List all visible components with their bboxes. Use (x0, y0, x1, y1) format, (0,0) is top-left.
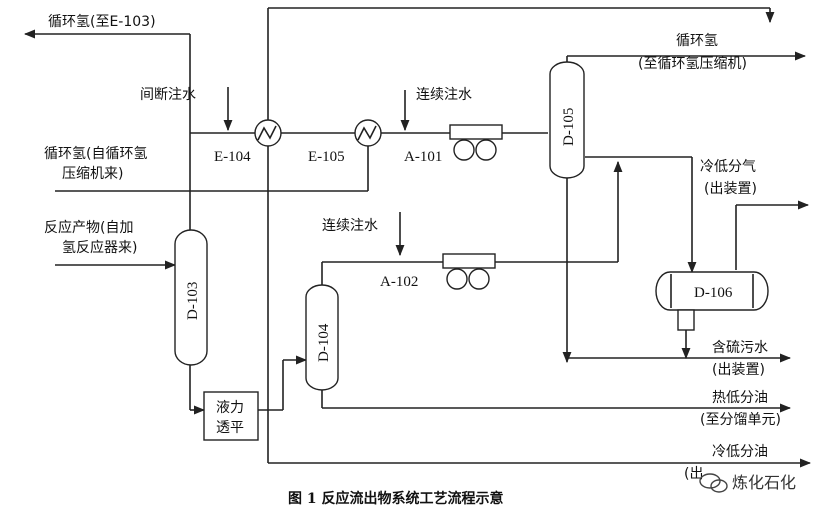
label-recycle-h2-out-2: (至循环氢压缩机) (638, 56, 747, 72)
watermark: 炼化石化 (699, 473, 796, 493)
vessel-d103 (174, 229, 208, 366)
tag-d104: D-104 (316, 323, 332, 362)
label-reaction-product-2: 氢反应器来) (62, 239, 137, 256)
label-hot-lp-oil-1: 热低分油 (712, 390, 768, 406)
label-level-balance-1: 液力 (216, 400, 244, 416)
tag-e104: E-104 (214, 149, 251, 165)
label-continuous-water-1: 连续注水 (416, 86, 472, 103)
air-cooler-a101 (449, 124, 503, 161)
label-level-balance-2: 透平 (216, 420, 244, 436)
tag-a101: A-101 (404, 149, 442, 165)
label-intermittent-water: 间断注水 (140, 87, 196, 103)
label-sour-water-2: (出装置) (712, 362, 765, 378)
label-continuous-water-2: 连续注水 (322, 217, 378, 234)
label-cold-lp-oil-2: (出 (684, 466, 703, 482)
vessel-d106 (655, 271, 769, 331)
label-recycle-h2-out-1: 循环氢 (676, 33, 718, 49)
watermark-text: 炼化石化 (732, 473, 796, 492)
figure-caption: 图 1 反应流出物系统工艺流程示意 (288, 490, 504, 507)
label-recycle-h2-to-e103: 循环氢(至E-103) (48, 14, 156, 30)
tag-d106: D-106 (694, 285, 733, 301)
label-cold-lp-gas-1: 冷低分气 (700, 159, 756, 175)
tag-e105: E-105 (308, 149, 345, 165)
hydraulic-turbine-box (203, 391, 259, 441)
label-recycle-h2-in-1: 循环氢(自循环氢 (44, 146, 147, 162)
tag-a102: A-102 (380, 274, 418, 290)
vessel-d104 (305, 284, 339, 391)
label-cold-lp-oil-1: 冷低分油 (712, 444, 768, 460)
tag-d105: D-105 (561, 108, 577, 146)
wechat-icon (699, 473, 721, 489)
tag-d103: D-103 (185, 282, 201, 320)
label-cold-lp-gas-2: (出装置) (704, 181, 757, 197)
label-recycle-h2-in-2: 压缩机来) (62, 166, 123, 182)
label-hot-lp-oil-2: (至分馏单元) (700, 412, 781, 428)
label-reaction-product-1: 反应产物(自加 (44, 219, 133, 236)
heat-exchanger-e104 (254, 119, 282, 147)
heat-exchanger-e105 (354, 119, 382, 147)
label-sour-water-1: 含硫污水 (712, 340, 768, 356)
air-cooler-a102 (442, 253, 496, 290)
